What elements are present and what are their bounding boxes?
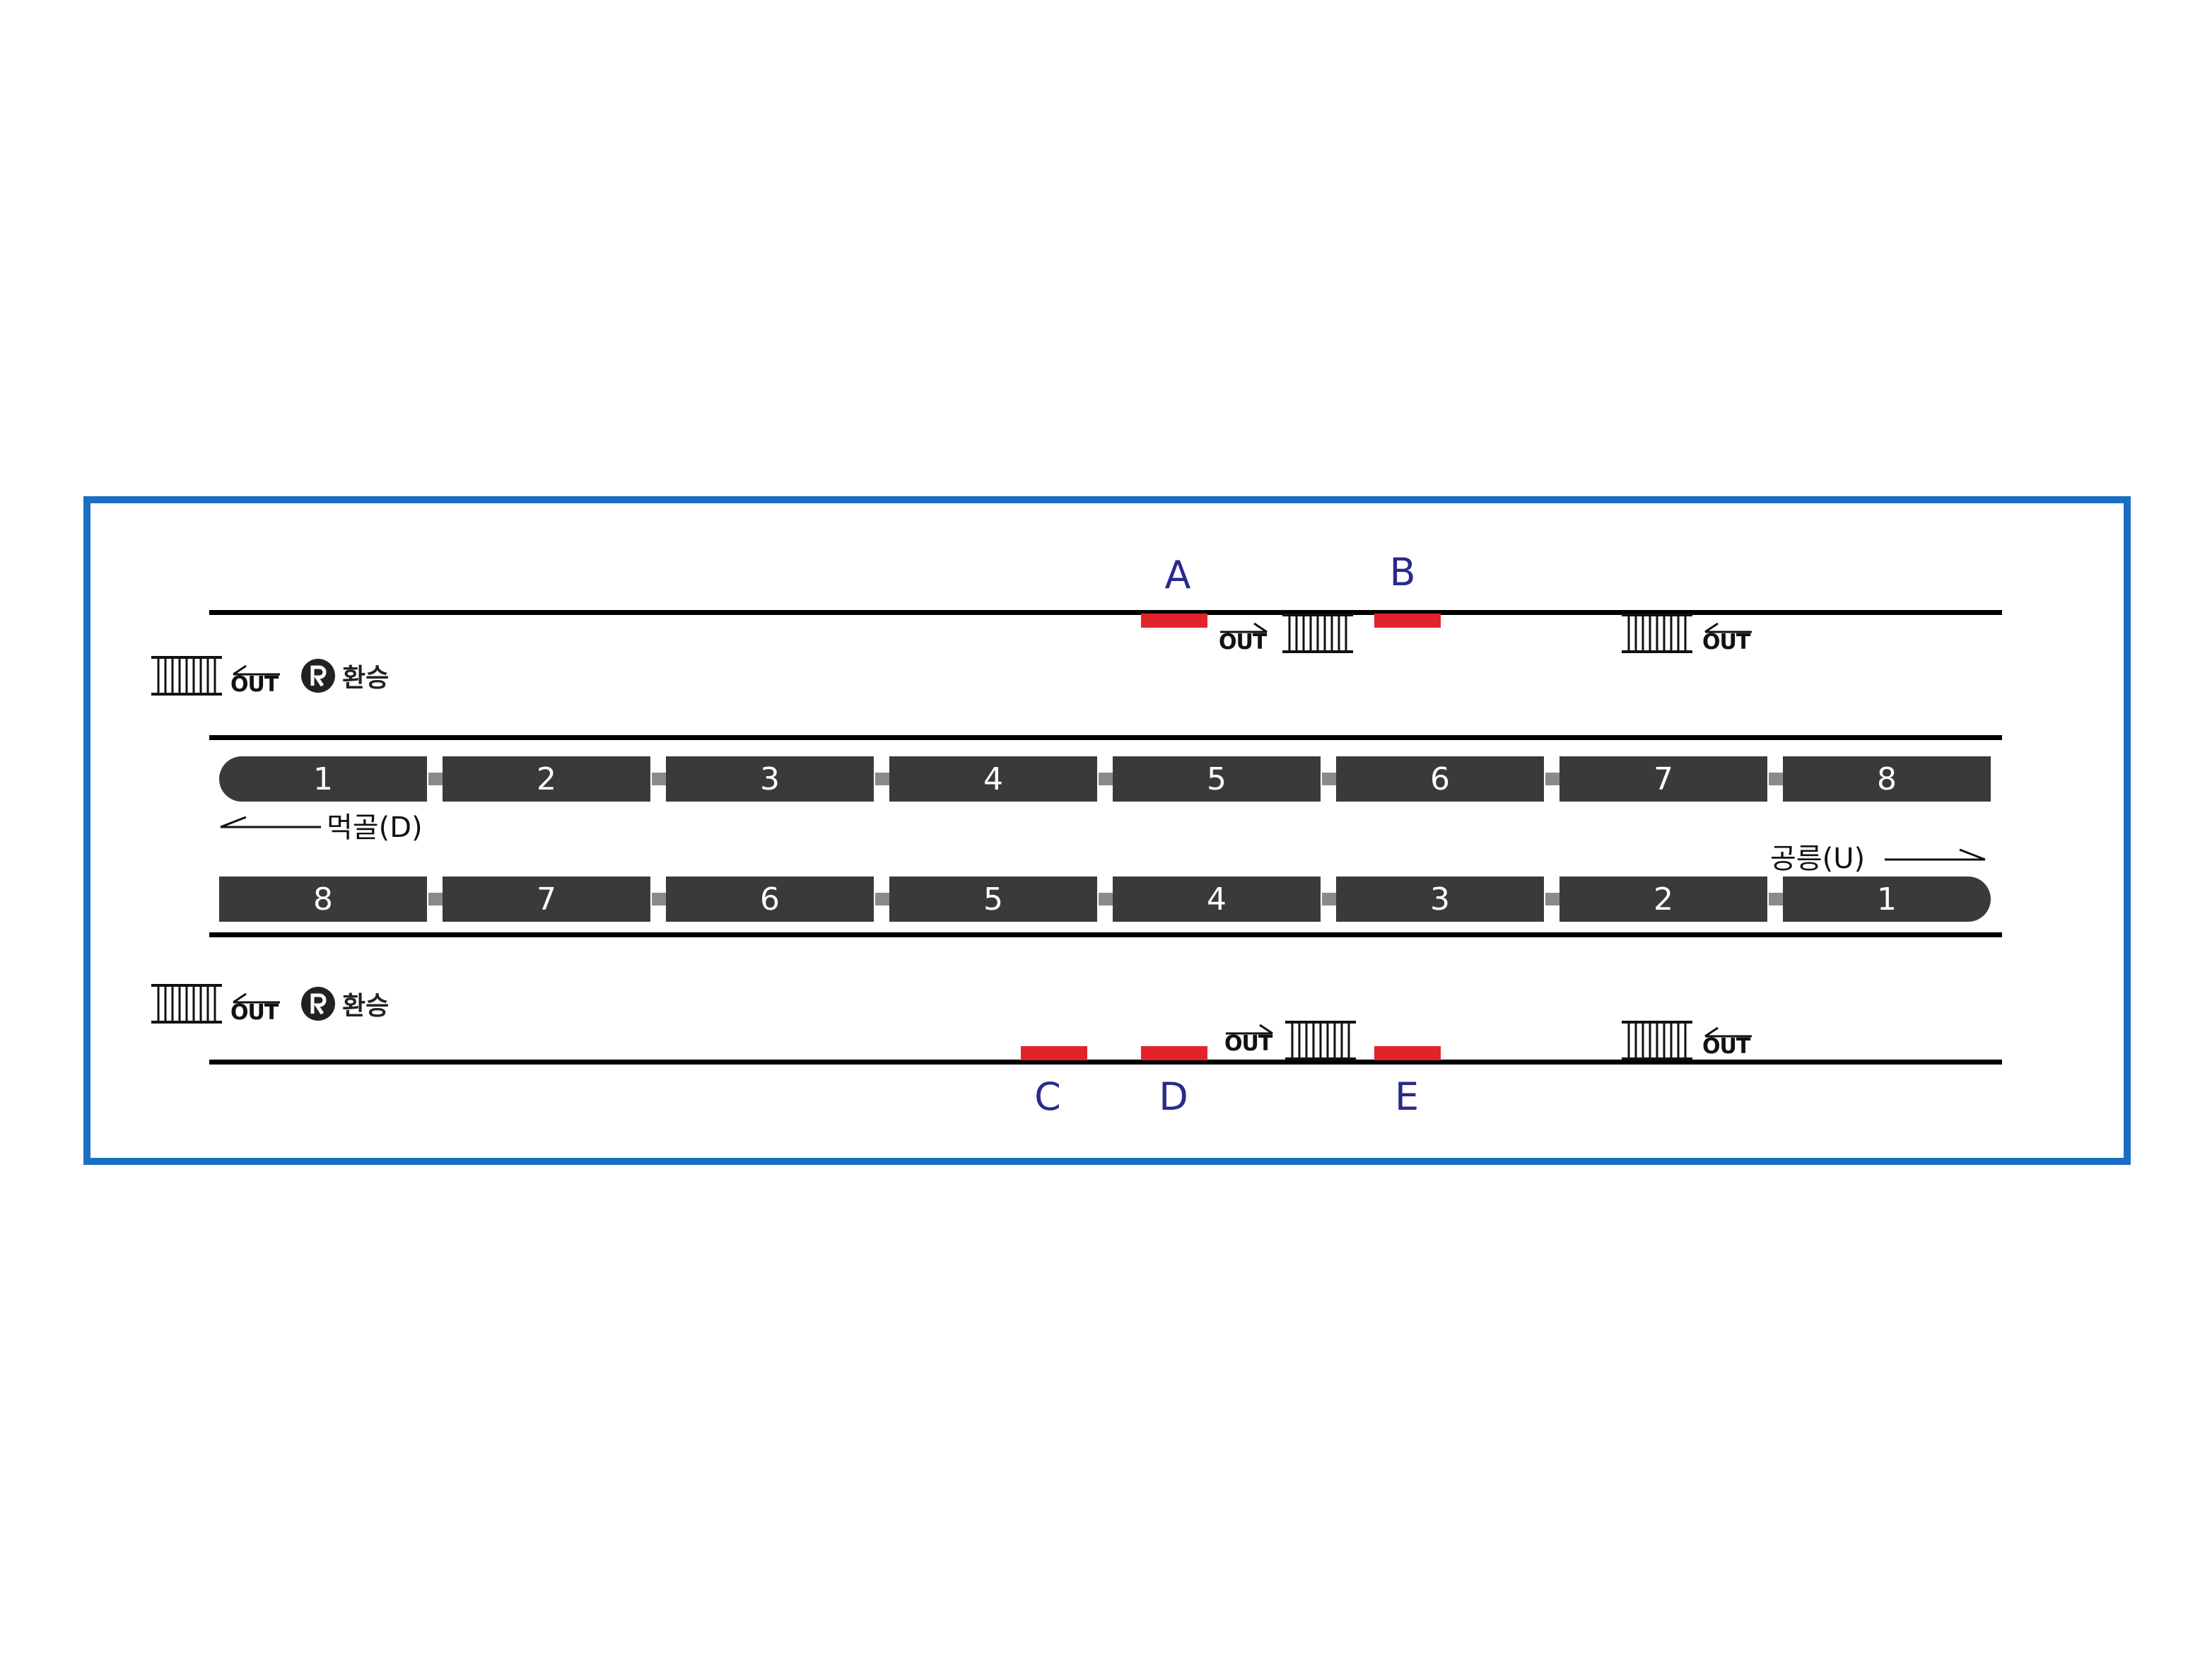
track-line-upper [209,735,2002,740]
car-coupler [1769,893,1786,905]
exit-e-label: E [1394,1074,1420,1119]
lower-train-car: 3 [1336,877,1544,922]
car-coupler [652,893,669,905]
exit-c-marker [1021,1046,1087,1060]
car-coupler [875,893,892,905]
ticket-gate-icon [1622,1019,1692,1062]
platform-map-frame [83,496,2131,1165]
ticket-gate-icon [1282,612,1353,655]
exit-out-indicator: OUT [1702,622,1753,655]
lower-train-car: 5 [889,877,1097,922]
platform-edge-bottom [209,1060,2002,1065]
upper-train-car: 3 [666,756,874,802]
transfer-icon [300,657,337,694]
lower-train-car: 2 [1559,877,1767,922]
transfer-label: 환승 [342,664,390,693]
ticket-gate-icon [151,655,222,697]
car-coupler [428,773,445,785]
exit-a-marker [1141,614,1207,628]
car-coupler [875,773,892,785]
car-coupler [1545,893,1562,905]
car-coupler [1099,773,1116,785]
lower-train-car: 7 [443,877,650,922]
exit-out-indicator: OUT [1219,622,1270,655]
ticket-gate-icon [151,983,222,1025]
exit-d-label: D [1159,1074,1188,1119]
exit-out-indicator: OUT [1702,1026,1753,1059]
transfer-icon [300,985,337,1022]
upper-train-car: 5 [1113,756,1321,802]
ticket-gate-icon [1285,1019,1356,1062]
ticket-gate-icon [1622,612,1692,655]
arrow-left-icon [218,813,324,837]
car-coupler [1322,773,1339,785]
upper-train-car: 8 [1783,756,1991,802]
car-coupler [652,773,669,785]
exit-d-marker [1141,1046,1207,1060]
car-coupler [1769,773,1786,785]
out-label: OUT [1702,1034,1750,1059]
out-label: OUT [1224,1031,1272,1056]
upper-train-car: 7 [1559,756,1767,802]
direction-up-label: 공릉(U) [1770,843,1866,875]
exit-out-indicator: OUT [230,664,281,697]
upper-train-car: 1 [219,756,427,802]
car-coupler [1545,773,1562,785]
exit-e-marker [1374,1046,1441,1060]
exit-c-label: C [1034,1074,1061,1119]
direction-down-label: 먹골(D) [327,811,423,844]
transfer-label: 환승 [342,992,390,1021]
track-line-lower [209,932,2002,937]
car-coupler [1099,893,1116,905]
out-label: OUT [230,1000,279,1025]
car-coupler [1322,893,1339,905]
out-label: OUT [1702,630,1750,655]
lower-train-car: 1 [1783,877,1991,922]
out-label: OUT [1219,630,1267,655]
upper-train-car: 2 [443,756,650,802]
exit-out-indicator: OUT [1224,1024,1275,1056]
lower-train-car: 6 [666,877,874,922]
exit-a-label: A [1164,553,1191,597]
arrow-right-icon [1882,845,1988,869]
platform-edge-top [209,610,2002,615]
upper-train-car: 4 [889,756,1097,802]
exit-b-marker [1374,614,1441,628]
lower-train-car: 4 [1113,877,1321,922]
out-label: OUT [230,672,279,697]
upper-train-car: 6 [1336,756,1544,802]
car-coupler [428,893,445,905]
transfer-indicator: 환승 [300,985,389,1022]
lower-train-car: 8 [219,877,427,922]
transfer-indicator: 환승 [300,657,389,694]
exit-out-indicator: OUT [230,992,281,1025]
exit-b-label: B [1389,550,1416,594]
